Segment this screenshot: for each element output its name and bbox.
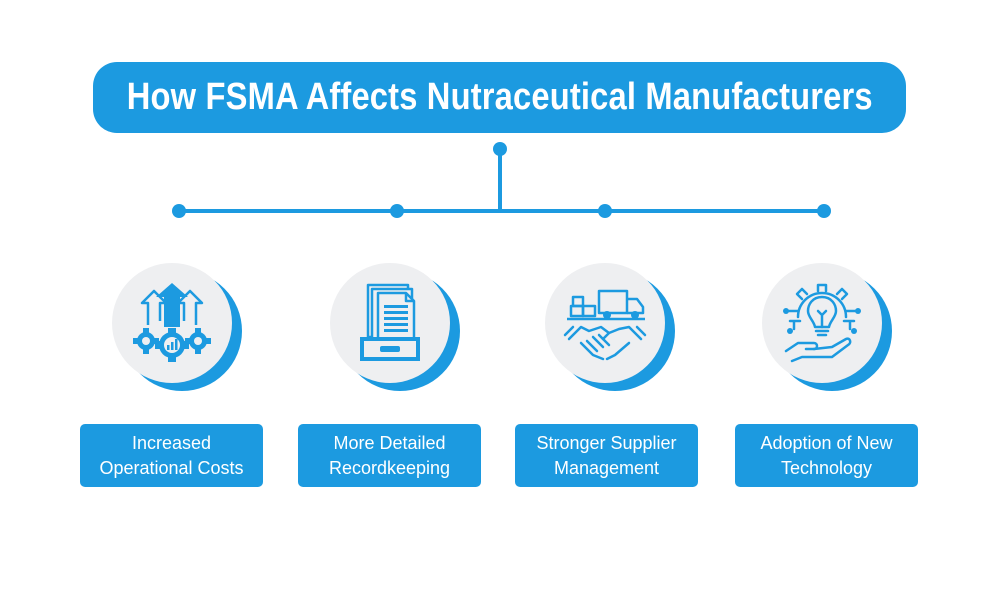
item-1-icon-circle [112,263,242,391]
page-title: How FSMA Affects Nutraceutical Manufactu… [126,76,873,118]
item-1-label-box: Increased Operational Costs [80,424,263,487]
connector-node-1 [172,204,186,218]
title-banner: How FSMA Affects Nutraceutical Manufactu… [93,62,906,133]
item-2-label-line1: More Detailed [333,432,446,453]
lightbulb-gear-hand-icon [783,283,861,363]
item-4-label-box: Adoption of New Technology [735,424,918,487]
item-3-icon-circle [545,263,675,391]
item-2-label-box: More Detailed Recordkeeping [298,424,481,487]
truck-handshake-icon [563,289,647,361]
item-4-icon-circle [762,263,892,391]
item-1-label-line2: Operational Costs [99,457,244,478]
item-4-label-line2: Technology [780,457,873,478]
document-tray-icon [360,283,420,361]
connector-node-top [493,142,507,156]
item-2-icon-circle [330,263,460,391]
connector-node-2 [390,204,404,218]
item-4-label-line1: Adoption of New [760,432,893,453]
connector-node-4 [817,204,831,218]
item-1-label-line1: Increased [131,432,212,453]
item-3-label-line2: Management [553,457,660,478]
growth-gears-icon [133,283,211,362]
item-2-label-line2: Recordkeeping [328,457,451,478]
item-3-label-line1: Stronger Supplier [536,432,677,453]
item-3-label-box: Stronger Supplier Management [515,424,698,487]
connector-node-3 [598,204,612,218]
